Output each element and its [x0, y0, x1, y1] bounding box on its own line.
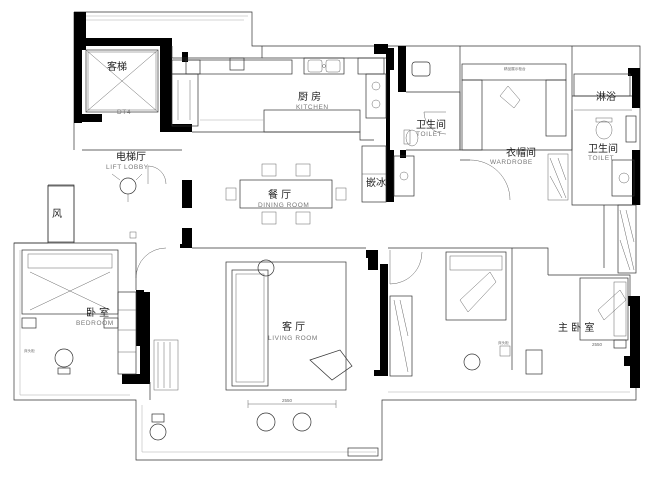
wardrobe-label: 衣帽间	[506, 146, 536, 159]
bedroom-label: 卧 室	[86, 306, 109, 319]
bedroom-sub: BEDROOM	[76, 320, 114, 327]
dining-table	[225, 163, 347, 225]
lift-lobby-label: 电梯厅	[116, 150, 146, 163]
shower-area	[573, 73, 637, 143]
bench-note: 精品展示柜台	[504, 66, 526, 71]
outer-boundary	[13, 11, 641, 461]
toilet-2-fixtures	[595, 117, 635, 197]
kitchen-fixtures	[171, 57, 387, 203]
structural-walls	[74, 12, 640, 388]
living-sub: LIVING ROOM	[268, 335, 318, 342]
wind-label: 风	[52, 208, 62, 220]
interior-walls	[14, 46, 632, 400]
kitchen-sub: KITCHEN	[296, 104, 329, 111]
bed-tag-right: 床头柜	[498, 340, 509, 345]
wind-shaft	[47, 185, 75, 243]
toilet-1-sub: TOILET	[416, 131, 442, 138]
lift-lobby-fixtures	[111, 165, 167, 239]
toilet-1-label: 卫生间	[416, 118, 446, 131]
bed-tag-left: 床头柜	[24, 348, 35, 353]
master-bedroom-furniture: 2550 床头柜	[498, 277, 629, 375]
elevator-code: DT4	[117, 109, 131, 116]
elevator-car	[85, 49, 159, 113]
toilet-2-sub: TOILET	[588, 155, 614, 162]
middle-bedroom-furniture	[389, 250, 511, 377]
living-width-dim: 2550	[282, 398, 293, 403]
living-label: 客 厅	[282, 320, 305, 333]
master-closet	[617, 204, 637, 274]
dining-label: 餐 厅	[268, 188, 291, 201]
toilet-2-label: 卫生间	[588, 142, 618, 155]
lift-lobby-sub: LIFT LOBBY	[106, 164, 149, 171]
fridge-label: 嵌冰	[366, 176, 386, 189]
kitchen-label: 厨 房	[298, 90, 321, 103]
elevator-label: 客梯	[107, 60, 127, 73]
wardrobe-sub: WARDROBE	[490, 159, 533, 166]
shower-label: 淋浴	[596, 90, 616, 103]
dining-sub: DINING ROOM	[258, 202, 309, 209]
master-width-dim: 2550	[592, 342, 603, 347]
bedroom-furniture: 床头柜	[21, 244, 179, 391]
master-bedroom-label: 主 卧 室	[558, 321, 594, 334]
wardrobe-fixtures: 精品展示柜台	[461, 63, 569, 201]
living-furniture: 2550	[149, 259, 379, 457]
toilet-1-fixtures	[393, 61, 447, 197]
